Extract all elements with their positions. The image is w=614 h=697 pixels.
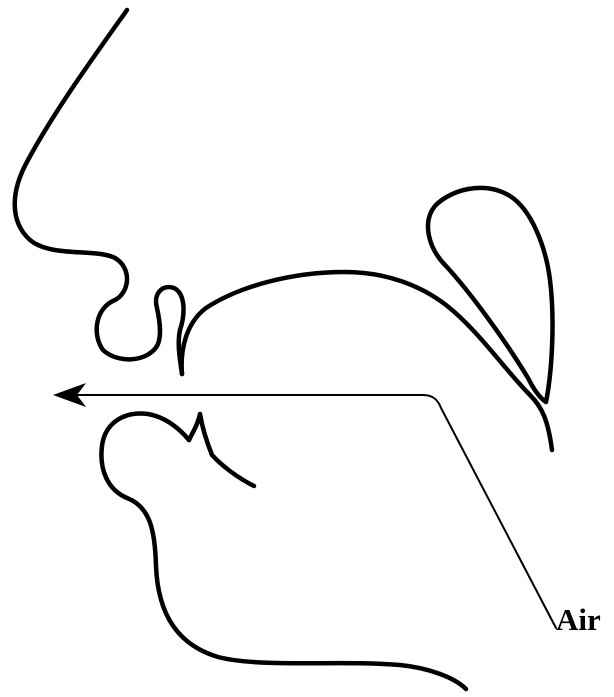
lower-lip-chin-outline: [101, 414, 466, 689]
lower-teeth-outline: [189, 414, 254, 486]
pharynx-outline: [428, 188, 553, 402]
nose-and-upper-lip-outline: [15, 10, 184, 374]
palate-and-velum-outline: [182, 272, 552, 450]
air-label: Air: [556, 604, 601, 635]
